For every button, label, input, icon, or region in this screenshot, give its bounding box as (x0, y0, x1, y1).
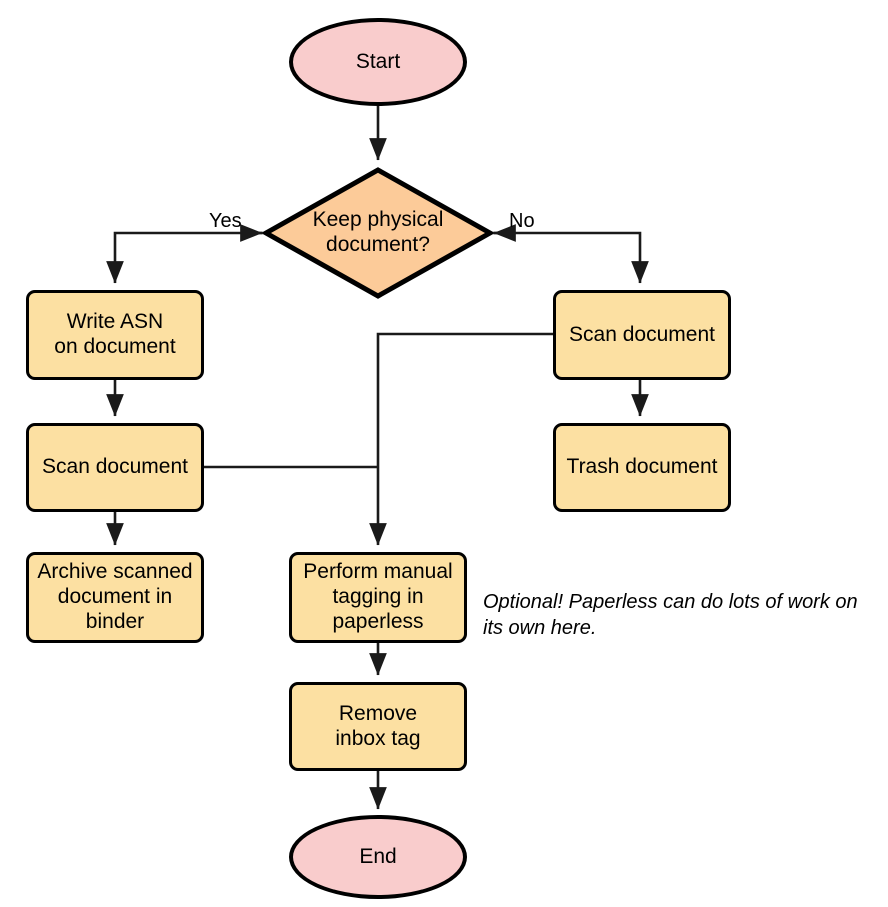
node-trash-document-label: Trash document (566, 455, 718, 479)
node-write-asn[interactable]: Write ASN on document (26, 290, 204, 380)
node-scan-document-right[interactable]: Scan document (553, 290, 731, 380)
node-remove-inbox-tag-label: Remove inbox tag (335, 701, 421, 750)
node-scan-document-left-label: Scan document (42, 455, 188, 479)
node-end[interactable]: End (289, 815, 467, 899)
edge-label-yes: Yes (209, 210, 242, 232)
node-decision-keep-physical[interactable]: Keep physical document? (263, 167, 493, 299)
edge-label-no: No (509, 210, 535, 232)
node-decision-label: Keep physical document? (312, 208, 444, 256)
diamond-shape-icon (263, 167, 493, 299)
connector-decision-no (493, 231, 649, 284)
annotation-optional-note: Optional! Paperless can do lots of work … (483, 591, 858, 639)
node-trash-document[interactable]: Trash document (553, 423, 731, 512)
node-start-label: Start (355, 49, 401, 73)
node-archive-scanned-document-label: Archive scanned document in binder (37, 560, 193, 633)
node-remove-inbox-tag[interactable]: Remove inbox tag (289, 682, 467, 771)
node-scan-document-right-label: Scan document (569, 322, 715, 346)
node-perform-manual-tagging[interactable]: Perform manual tagging in paperless (289, 552, 467, 643)
connector-scan-right-to-tagging (369, 332, 553, 546)
node-scan-document-left[interactable]: Scan document (26, 423, 204, 512)
node-start[interactable]: Start (289, 18, 467, 106)
connector-decision-yes (106, 231, 263, 284)
node-perform-manual-tagging-label: Perform manual tagging in paperless (303, 560, 453, 633)
node-archive-scanned-document[interactable]: Archive scanned document in binder (26, 552, 204, 643)
node-write-asn-label: Write ASN on document (54, 310, 176, 358)
node-end-label: End (359, 844, 397, 868)
